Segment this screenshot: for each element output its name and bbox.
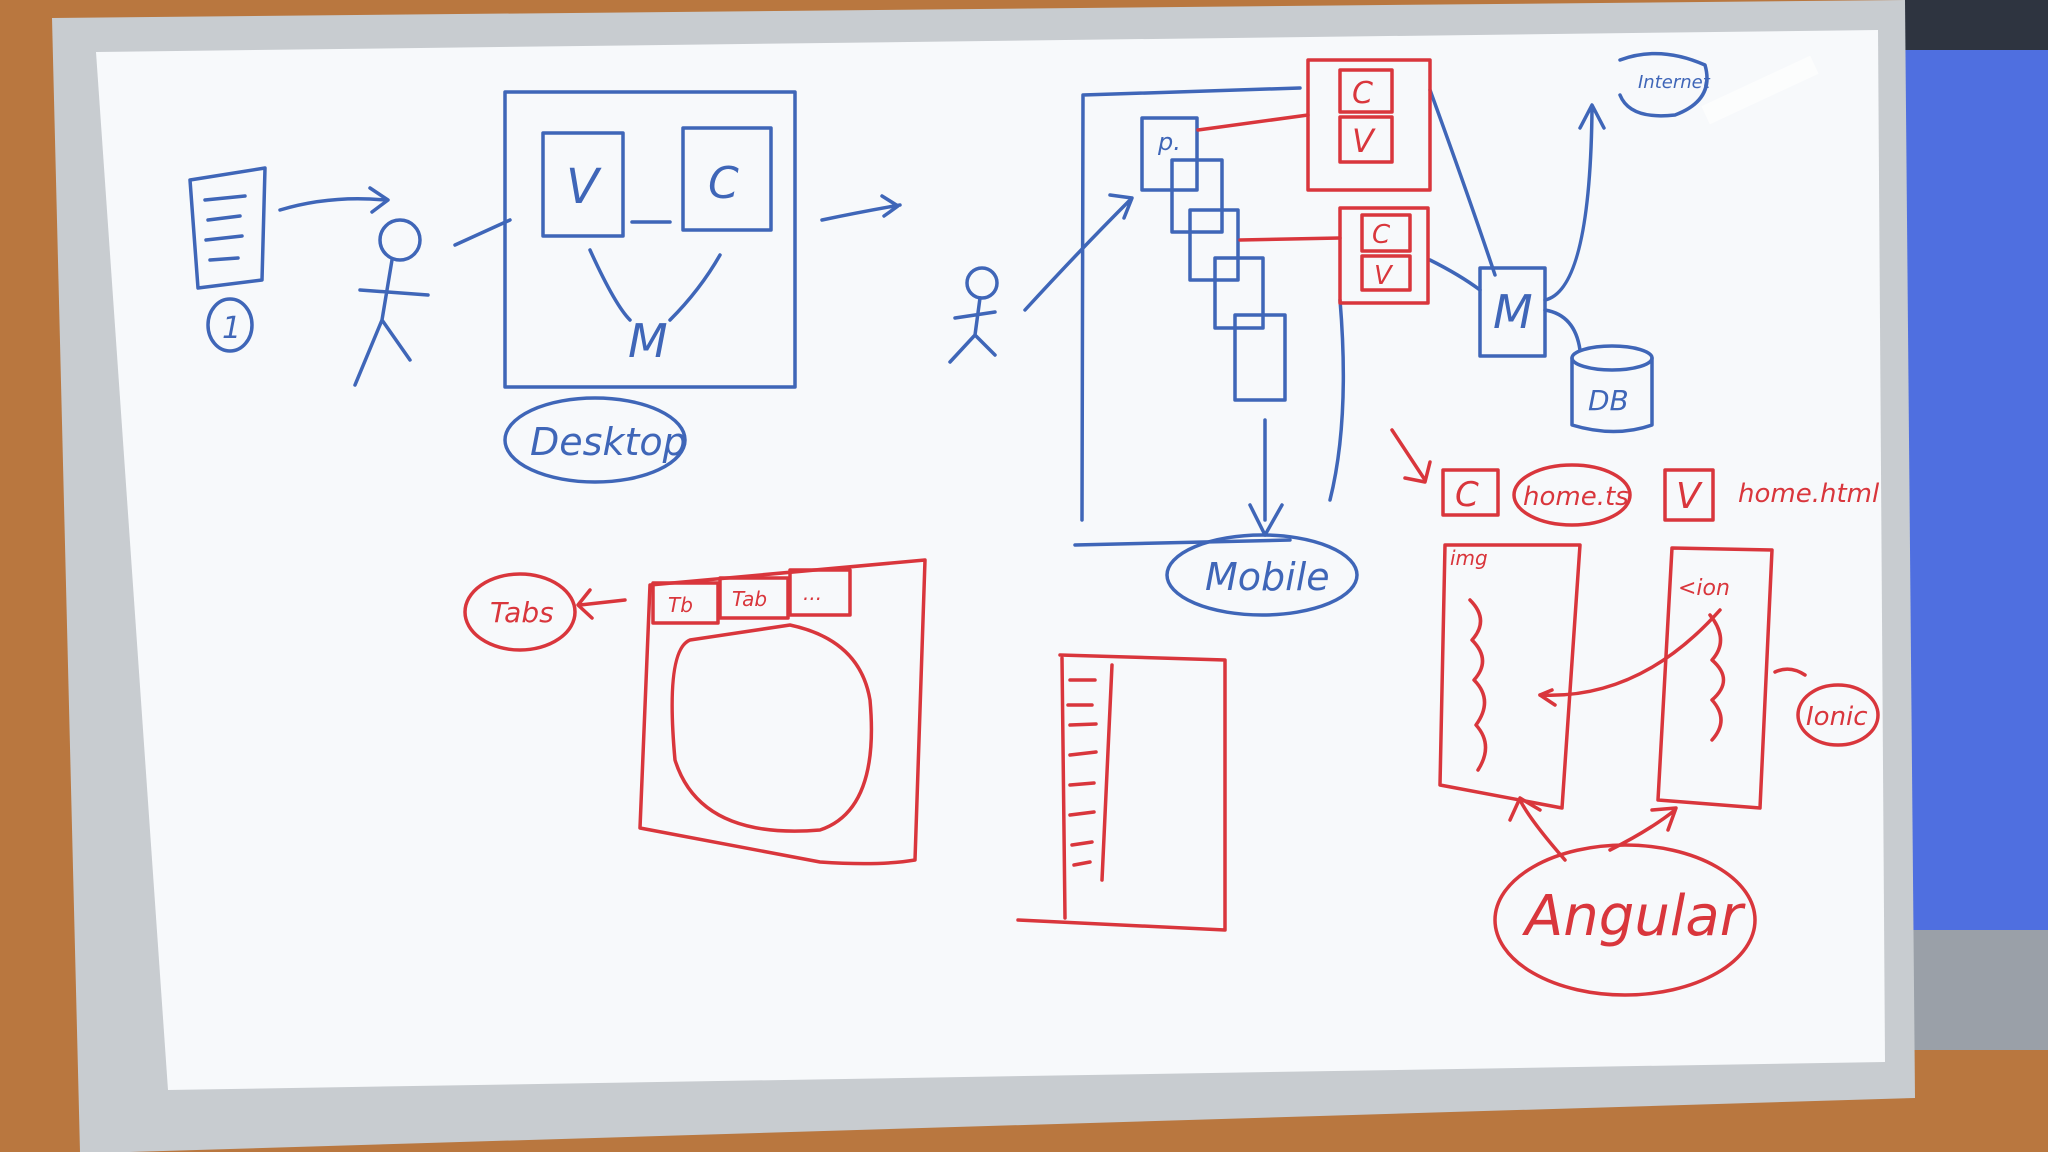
tabs-ellipse: [463, 572, 577, 652]
img-label: img: [1450, 546, 1488, 570]
cv-box-1: [1306, 58, 1432, 192]
glare: [1701, 55, 1819, 125]
v-label-3: V: [1676, 476, 1703, 517]
angular-ellipse: [1493, 843, 1757, 997]
desktop-ellipse: [503, 396, 687, 484]
v-box-3: [1663, 468, 1715, 522]
cv2-to-m-line: [1428, 258, 1482, 292]
angular-to-ion-arrow: [1608, 806, 1678, 852]
tabs-label: Tabs: [490, 596, 554, 629]
number-circle: [206, 297, 254, 353]
db-cylinder: [1570, 356, 1654, 434]
mobile-label: Mobile: [1205, 555, 1330, 599]
tab-1: [651, 581, 720, 625]
c-label-3: C: [1455, 475, 1479, 515]
c-label-2: C: [1372, 220, 1391, 250]
projection-screen: [1905, 40, 2048, 940]
vc-to-m-lines: [588, 248, 722, 322]
v-label-1: V: [1352, 122, 1376, 160]
document-icon: [188, 166, 267, 290]
curve-line: [1328, 298, 1346, 502]
list-sidebar: [1060, 656, 1114, 920]
ion-to-img-arrowhead: [1538, 688, 1557, 707]
arrow-to-internet: [1543, 103, 1606, 302]
m-to-db-line: [1543, 308, 1582, 352]
model-label-2: M: [1493, 285, 1533, 339]
controller-label-1: C: [708, 158, 739, 209]
cv-box-2: [1338, 206, 1430, 305]
view-box-1: [541, 131, 625, 238]
desktop-label: Desktop: [530, 420, 687, 464]
page-2: [1170, 158, 1224, 234]
tab-2-label: Tab: [732, 587, 767, 611]
db-label: DB: [1588, 384, 1629, 417]
c-box-1: [1338, 68, 1394, 114]
controller-box-1: [681, 126, 773, 232]
home-ts-label: home.ts: [1523, 482, 1629, 512]
mobile-ellipse: [1165, 533, 1359, 617]
db-top: [1570, 344, 1654, 372]
list-window: [1016, 653, 1227, 932]
ion-to-img-curve: [1538, 608, 1722, 697]
screen-bottom: [1905, 930, 2048, 1050]
page-1: [1140, 116, 1199, 192]
tab-2: [718, 576, 790, 620]
img-squiggle: [1468, 598, 1488, 772]
arrow-desktop-to-mobile: [820, 194, 902, 222]
angular-label: Angular: [1522, 884, 1746, 949]
page-to-cv2: [1238, 236, 1342, 242]
tab-content-area: [670, 623, 874, 833]
mobile-container: [1073, 86, 1302, 547]
tab-3: [788, 568, 852, 617]
home-ts-ellipse: [1512, 463, 1632, 527]
internet-cloud: [1618, 51, 1709, 118]
ionic-label: Ionic: [1806, 702, 1868, 732]
board-surface: [96, 30, 1885, 1090]
c-box-3: [1441, 468, 1500, 517]
ionic-pointer: [1773, 667, 1807, 677]
arrow-user-to-pages: [1023, 193, 1134, 312]
c-label-1: C: [1352, 76, 1373, 111]
page-4: [1213, 256, 1265, 330]
page-label: p.: [1157, 128, 1181, 156]
v-box-1: [1338, 115, 1394, 164]
user-stick-figure-1: [353, 218, 430, 387]
img-code-panel: [1438, 543, 1582, 810]
arrow-doc-to-user: [278, 186, 390, 214]
model-box: [1478, 266, 1547, 358]
view-label-1: V: [566, 159, 602, 215]
tab-3-label: ...: [803, 581, 822, 605]
list-items: [1066, 678, 1098, 867]
internet-label: Internet: [1638, 72, 1711, 93]
screen-top: [1905, 0, 2048, 50]
desktop-box: [503, 90, 797, 389]
ion-code-panel: [1656, 546, 1774, 810]
v-label-2: V: [1374, 261, 1394, 291]
cv1-to-m-line: [1428, 88, 1497, 277]
v-box-2: [1360, 254, 1412, 292]
number-one-label: 1: [222, 311, 241, 346]
tab-window: [638, 558, 927, 866]
page-to-cv1: [1196, 113, 1310, 132]
tab-1-label: Tb: [668, 593, 693, 617]
c-box-2: [1360, 213, 1412, 253]
user-to-desktop-line: [453, 218, 512, 247]
page-5: [1233, 313, 1287, 402]
ion-squiggle: [1708, 613, 1726, 742]
model-label-1: M: [628, 314, 668, 368]
angular-to-img-arrow: [1508, 796, 1567, 862]
ionic-ellipse: [1796, 683, 1880, 747]
arrow-to-c-row: [1390, 428, 1432, 484]
document-lines: [203, 194, 247, 262]
user-stick-figure-2: [948, 266, 999, 364]
ion-label: <ion: [1678, 576, 1730, 601]
tabs-arrow: [576, 588, 627, 620]
home-html-label: home.html: [1738, 479, 1880, 509]
